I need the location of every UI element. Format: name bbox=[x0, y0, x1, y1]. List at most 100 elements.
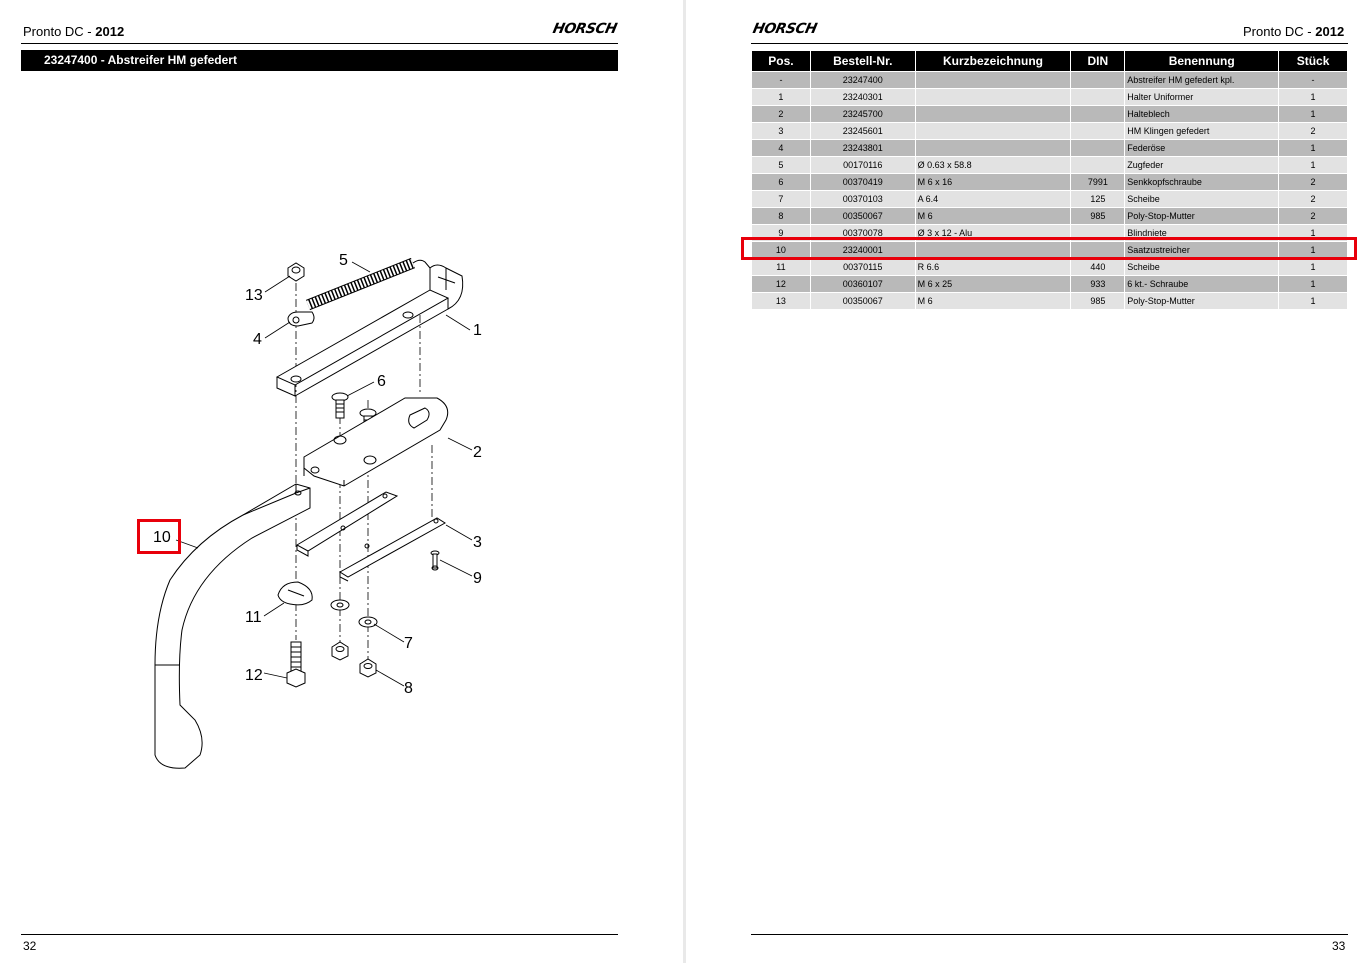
part-12-bolt bbox=[286, 641, 306, 688]
callout-6: 6 bbox=[377, 373, 386, 390]
table-header-row: Pos. Bestell-Nr. Kurzbezeichnung DIN Ben… bbox=[751, 50, 1348, 72]
callout-8: 8 bbox=[404, 680, 413, 697]
table-cell-kurz: M 6 bbox=[914, 207, 1072, 225]
table-cell-din: 125 bbox=[1070, 190, 1126, 208]
table-cell-st: 1 bbox=[1278, 156, 1348, 174]
table-cell-st: 1 bbox=[1278, 88, 1348, 106]
left-page: Pronto DC - 2012 HORSCH 23247400 - Abstr… bbox=[0, 0, 683, 963]
part-4-spring-eye bbox=[287, 311, 315, 327]
table-cell-nr: 23245601 bbox=[809, 122, 916, 140]
table-cell-kurz: M 6 bbox=[914, 292, 1072, 310]
callout-3: 3 bbox=[473, 534, 482, 551]
callout-5: 5 bbox=[339, 252, 348, 269]
table-cell-st: 2 bbox=[1278, 122, 1348, 140]
table-cell-din bbox=[1070, 71, 1126, 89]
section-title: 23247400 - Abstreifer HM gefedert bbox=[21, 50, 618, 71]
part-2-plate bbox=[303, 397, 449, 487]
table-cell-din: 933 bbox=[1070, 275, 1126, 293]
table-cell-din bbox=[1070, 122, 1126, 140]
table-cell-kurz bbox=[914, 105, 1072, 123]
column-header-stueck: Stück bbox=[1278, 50, 1348, 72]
table-cell-nr: 00350067 bbox=[809, 292, 916, 310]
table-cell-ben: Scheibe bbox=[1124, 258, 1280, 276]
table-cell-st: - bbox=[1278, 71, 1348, 89]
column-header-bestell-nr: Bestell-Nr. bbox=[809, 50, 916, 72]
page-gutter bbox=[683, 0, 686, 963]
table-cell-ben: Saatzustreicher bbox=[1124, 241, 1280, 259]
table-cell-ben: Scheibe bbox=[1124, 190, 1280, 208]
table-cell-din bbox=[1070, 139, 1126, 157]
part-9-rivet bbox=[430, 550, 440, 571]
table-cell-nr: 23240001 bbox=[809, 241, 916, 259]
callout-13: 13 bbox=[245, 287, 263, 304]
table-cell-st: 1 bbox=[1278, 275, 1348, 293]
table-cell-st: 1 bbox=[1278, 292, 1348, 310]
table-cell-nr: 00360107 bbox=[809, 275, 916, 293]
table-cell-pos: - bbox=[751, 71, 811, 89]
table-cell-ben: Poly-Stop-Mutter bbox=[1124, 207, 1280, 225]
column-header-kurzbezeichnung: Kurzbezeichnung bbox=[914, 50, 1072, 72]
part-7-washers bbox=[330, 599, 378, 628]
table-cell-ben: Halter Uniformer bbox=[1124, 88, 1280, 106]
table-cell-nr: 23240301 bbox=[809, 88, 916, 106]
header-title: Pronto DC - 2012 bbox=[1243, 24, 1345, 39]
table-cell-pos: 10 bbox=[751, 241, 811, 259]
part-11-washer bbox=[277, 581, 313, 606]
table-cell-pos: 5 bbox=[751, 156, 811, 174]
table-cell-pos: 11 bbox=[751, 258, 811, 276]
part-1-holder bbox=[275, 289, 450, 386]
table-cell-pos: 4 bbox=[751, 139, 811, 157]
page-number-right: 33 bbox=[1332, 939, 1346, 953]
table-cell-nr: 00370115 bbox=[809, 258, 916, 276]
row-10-highlight-box bbox=[741, 237, 1357, 260]
table-cell-din: 7991 bbox=[1070, 173, 1126, 191]
right-page: HORSCH Pronto DC - 2012 Pos. Bestell-Nr.… bbox=[686, 0, 1370, 963]
table-cell-din: 985 bbox=[1070, 292, 1126, 310]
table-cell-kurz: M 6 x 16 bbox=[914, 173, 1072, 191]
table-cell-nr: 00170116 bbox=[809, 156, 916, 174]
table-cell-din bbox=[1070, 88, 1126, 106]
table-cell-pos: 8 bbox=[751, 207, 811, 225]
table-cell-ben: HM Klingen gefedert bbox=[1124, 122, 1280, 140]
table-cell-nr: 00350067 bbox=[809, 207, 916, 225]
table-cell-st: 2 bbox=[1278, 173, 1348, 191]
table-cell-nr: 23247400 bbox=[809, 71, 916, 89]
table-cell-ben: Halteblech bbox=[1124, 105, 1280, 123]
table-cell-kurz bbox=[914, 122, 1072, 140]
table-cell-nr: 23243801 bbox=[809, 139, 916, 157]
part-8-nuts bbox=[331, 641, 377, 678]
table-cell-kurz: M 6 x 25 bbox=[914, 275, 1072, 293]
table-cell-din bbox=[1070, 156, 1126, 174]
header-title: Pronto DC - 2012 bbox=[23, 24, 125, 39]
table-cell-ben: Federöse bbox=[1124, 139, 1280, 157]
table-cell-pos: 1 bbox=[751, 88, 811, 106]
header-rule bbox=[21, 43, 618, 44]
table-cell-pos: 6 bbox=[751, 173, 811, 191]
header-rule bbox=[751, 43, 1348, 44]
table-cell-ben: Poly-Stop-Mutter bbox=[1124, 292, 1280, 310]
table-cell-kurz bbox=[914, 71, 1072, 89]
table-cell-ben: Abstreifer HM gefedert kpl. bbox=[1124, 71, 1280, 89]
table-cell-st: 1 bbox=[1278, 105, 1348, 123]
table-cell-din bbox=[1070, 105, 1126, 123]
callout-10-highlight-box bbox=[137, 519, 181, 554]
callout-2: 2 bbox=[473, 444, 482, 461]
table-cell-kurz bbox=[914, 88, 1072, 106]
horsch-logo: HORSCH bbox=[751, 21, 819, 37]
callout-10: 10 bbox=[153, 529, 171, 546]
table-cell-pos: 13 bbox=[751, 292, 811, 310]
table-cell-kurz: Ø 0.63 x 58.8 bbox=[914, 156, 1072, 174]
table-cell-st: 2 bbox=[1278, 207, 1348, 225]
table-cell-kurz bbox=[914, 139, 1072, 157]
footer-rule bbox=[751, 934, 1348, 935]
page-number-left: 32 bbox=[23, 939, 37, 953]
